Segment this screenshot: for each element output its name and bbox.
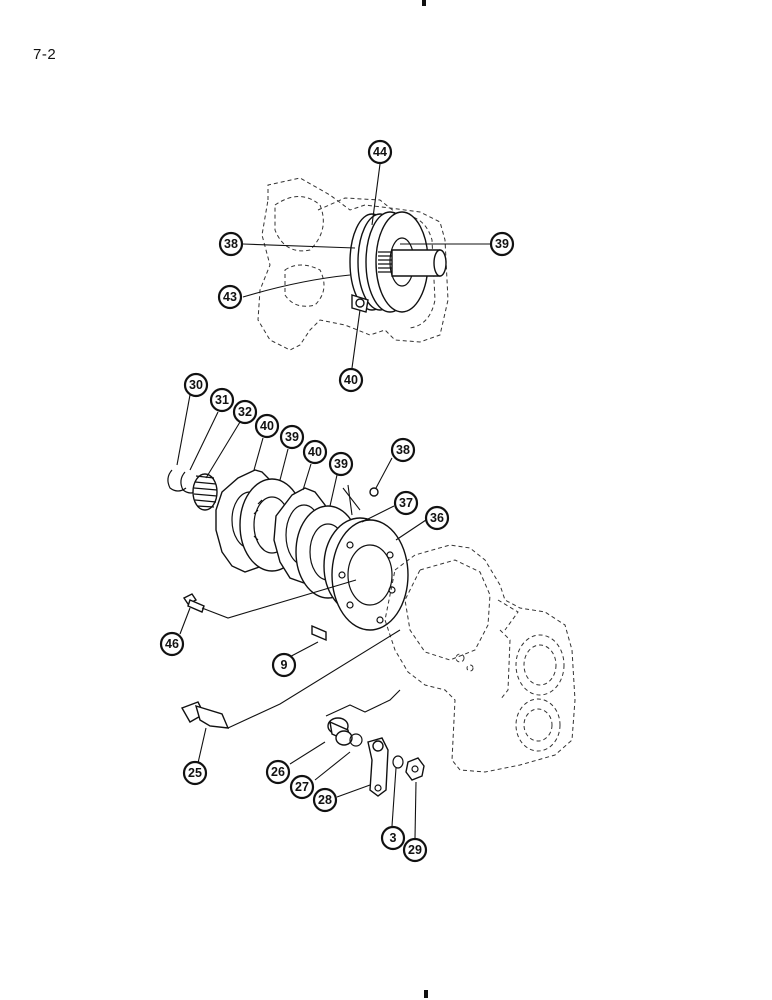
callout-29-label: 29 <box>408 843 422 857</box>
bolt-part-46 <box>182 593 205 613</box>
callout-40-mid-b: 40 <box>302 439 328 465</box>
callout-30-label: 30 <box>189 378 203 392</box>
crop-mark-bottom <box>424 990 428 998</box>
callout-25-label: 25 <box>188 766 202 780</box>
callout-38-top: 38 <box>218 231 244 257</box>
callout-26: 26 <box>265 759 291 785</box>
callout-46: 46 <box>159 631 185 657</box>
callout-40-mid-b-label: 40 <box>308 445 322 459</box>
callout-40-top: 40 <box>338 367 364 393</box>
bushing-part-26 <box>327 717 353 746</box>
washer-part-3 <box>392 755 404 769</box>
washer-part-27 <box>349 733 363 747</box>
callout-27-label: 27 <box>295 780 309 794</box>
callout-32: 32 <box>232 399 258 425</box>
upper-housing-assembly <box>257 177 449 351</box>
callout-30: 30 <box>183 372 209 398</box>
callout-28: 28 <box>312 787 338 813</box>
callout-36-label: 36 <box>430 511 444 525</box>
shaft-part-25 <box>180 701 230 729</box>
callout-28-label: 28 <box>318 793 332 807</box>
page-number: 7-2 <box>33 46 57 63</box>
callout-9-label: 9 <box>281 658 288 672</box>
callout-37: 37 <box>393 490 419 516</box>
callout-36: 36 <box>424 505 450 531</box>
callout-32-label: 32 <box>238 405 252 419</box>
callout-39-top-label: 39 <box>495 237 509 251</box>
callout-38-top-label: 38 <box>224 237 238 251</box>
crop-mark-top <box>422 0 426 6</box>
callout-38-mid-label: 38 <box>396 443 410 457</box>
callout-40-mid-a: 40 <box>254 413 280 439</box>
lower-linkage-parts <box>180 701 425 797</box>
callout-31-label: 31 <box>215 393 229 407</box>
callout-44-label: 44 <box>373 145 387 159</box>
callout-38-mid: 38 <box>390 437 416 463</box>
callout-26-label: 26 <box>271 765 285 779</box>
callout-39-mid-a-label: 39 <box>285 430 299 444</box>
pin-part-9 <box>311 624 327 642</box>
callout-27: 27 <box>289 774 315 800</box>
callout-29: 29 <box>402 837 428 863</box>
transmission-housing <box>384 544 576 773</box>
callout-39-mid-b-label: 39 <box>334 457 348 471</box>
callout-40-top-label: 40 <box>344 373 358 387</box>
callout-39-mid-a: 39 <box>279 424 305 450</box>
nut-part-29 <box>405 757 425 781</box>
callout-31: 31 <box>209 387 235 413</box>
callout-44: 44 <box>367 139 393 165</box>
callout-3: 3 <box>380 825 406 851</box>
callout-39-mid-b: 39 <box>328 451 354 477</box>
ball-part-38 <box>369 487 379 497</box>
callout-37-label: 37 <box>399 496 413 510</box>
clutch-stack-exploded <box>167 469 409 642</box>
callout-39-top: 39 <box>489 231 515 257</box>
callout-3-label: 3 <box>390 831 397 845</box>
leader-lines <box>176 163 490 839</box>
lever-part-28 <box>367 737 389 797</box>
callout-25: 25 <box>182 760 208 786</box>
gear-part-32 <box>192 473 218 511</box>
callout-46-label: 46 <box>165 637 179 651</box>
callout-43: 43 <box>217 284 243 310</box>
callout-9: 9 <box>271 652 297 678</box>
callout-43-label: 43 <box>223 290 237 304</box>
cover-part-36 <box>331 519 409 631</box>
callout-40-mid-a-label: 40 <box>260 419 274 433</box>
